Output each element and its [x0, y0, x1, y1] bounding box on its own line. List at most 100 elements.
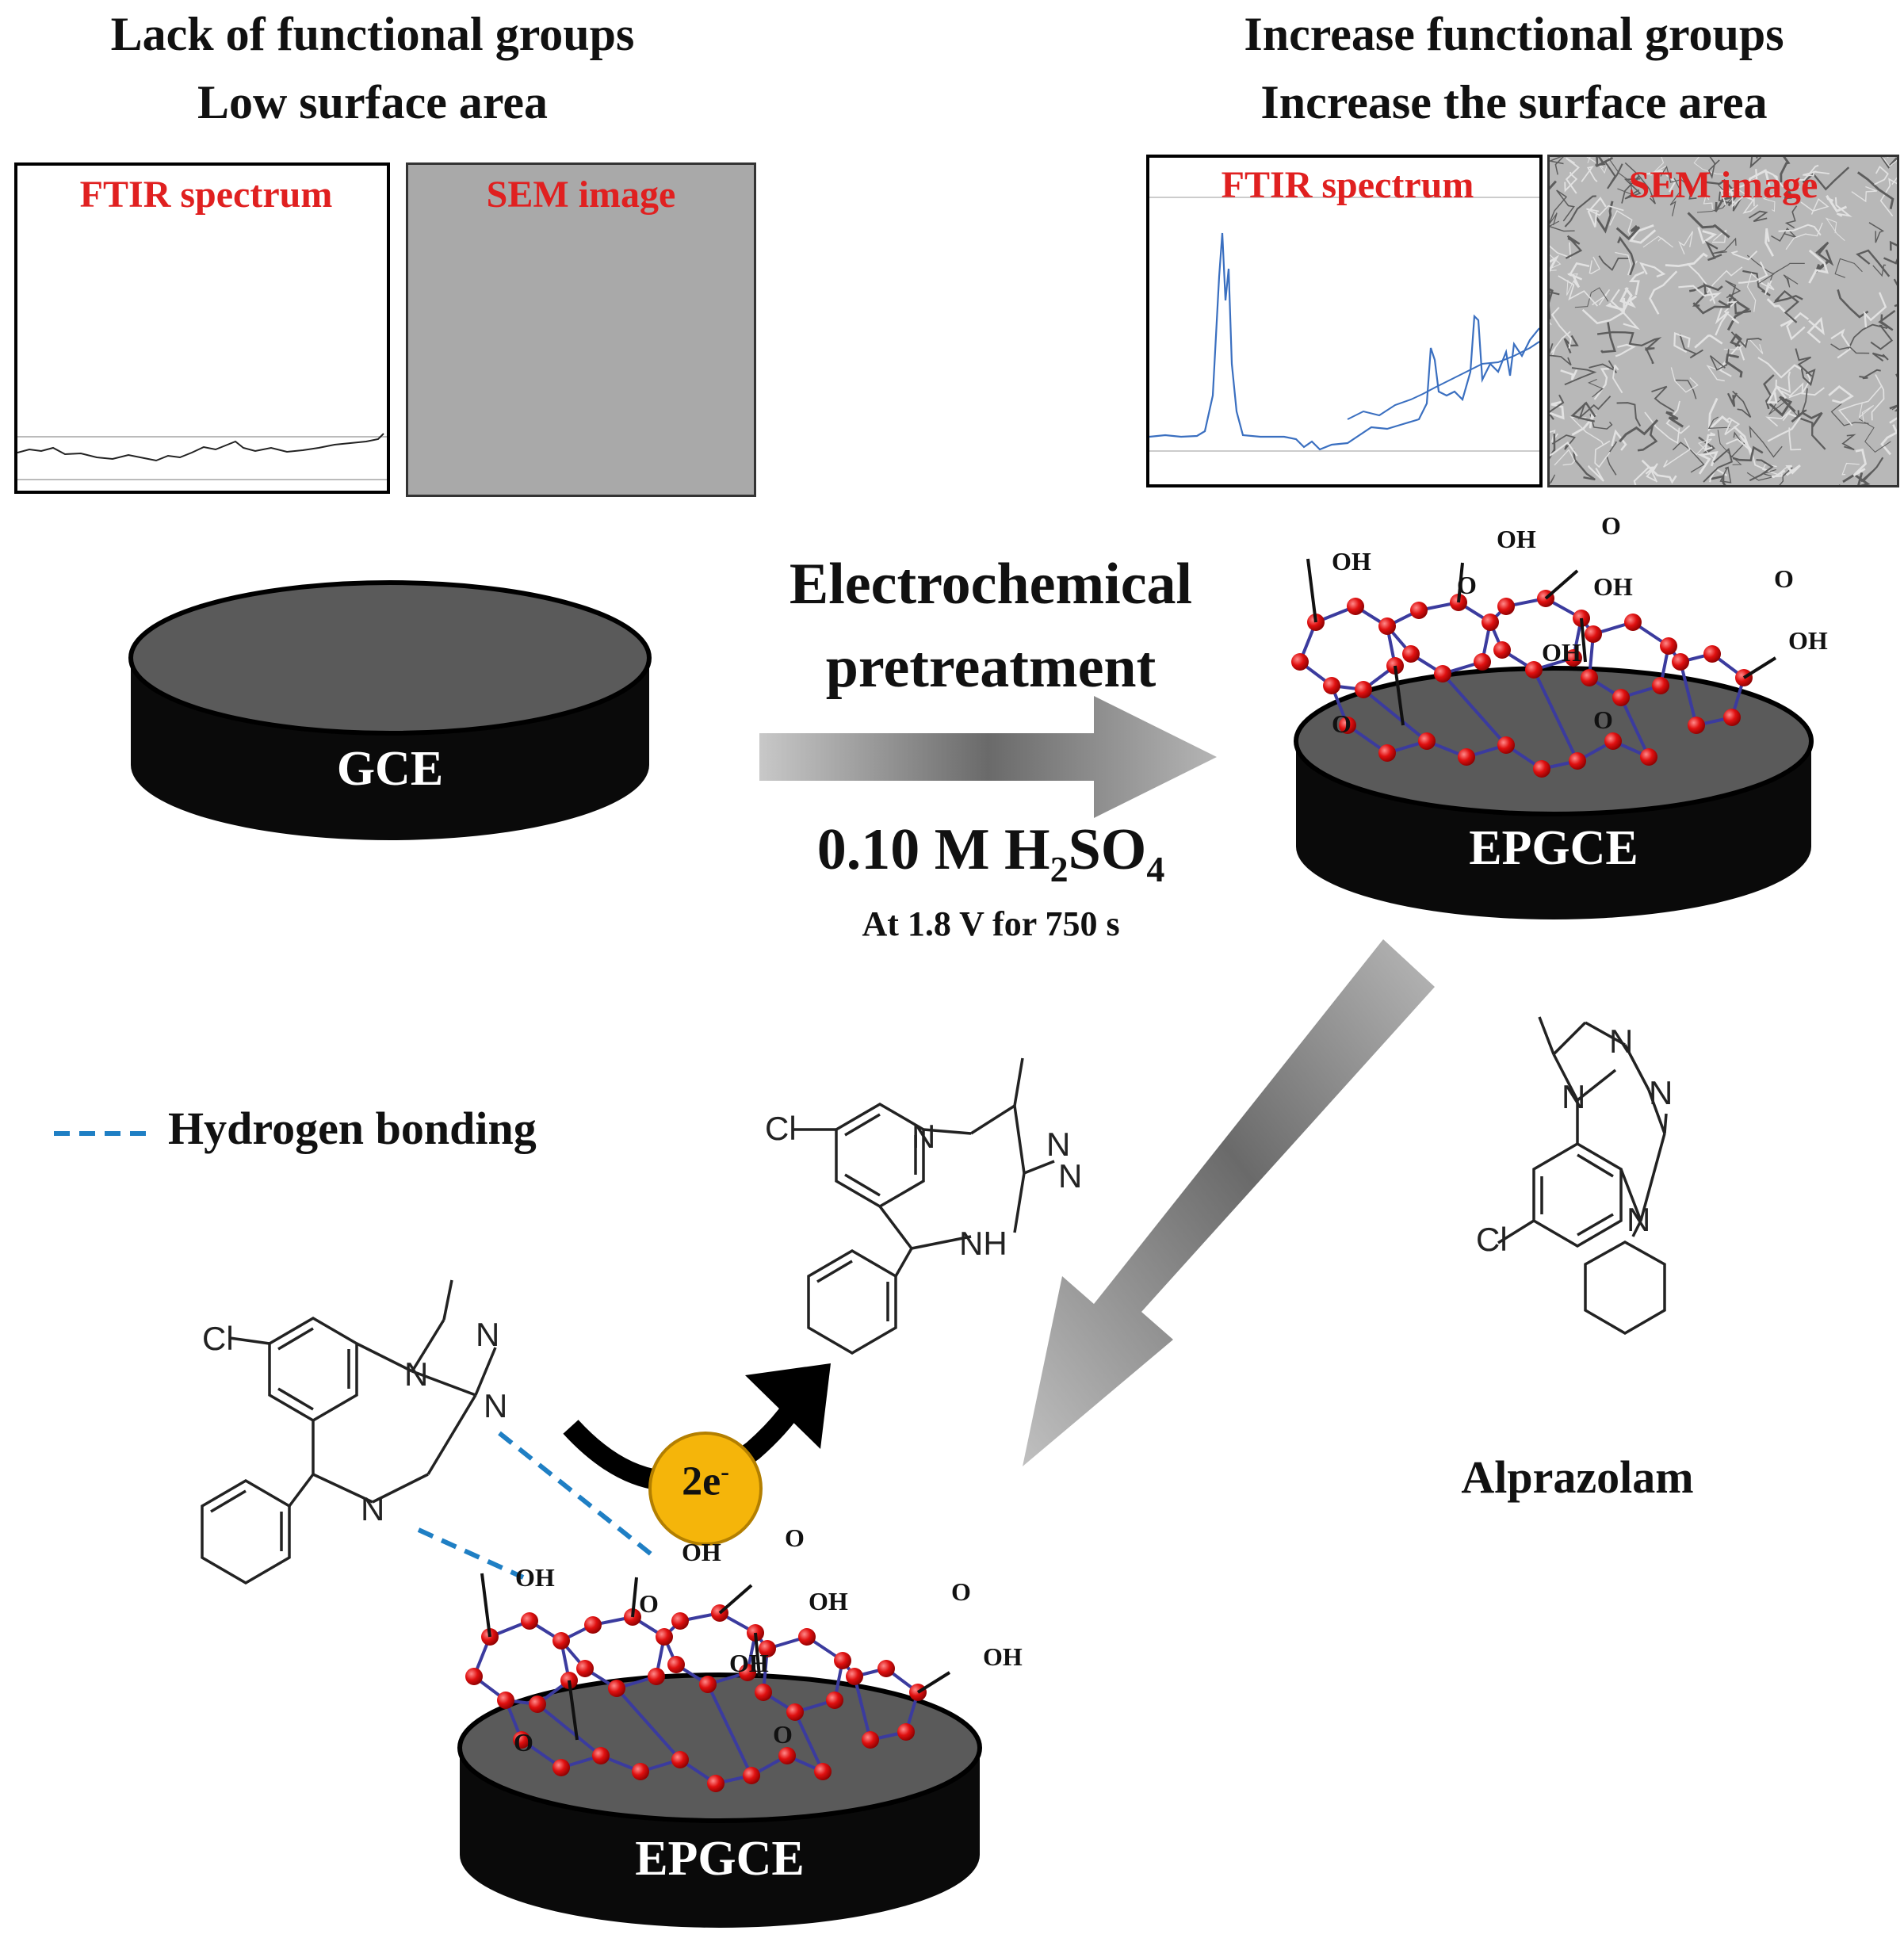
sem-crack: [1644, 411, 1680, 445]
carbon-atom: [778, 1747, 796, 1764]
functional-group-bond: [1544, 569, 1579, 600]
left-heading-line2: Low surface area: [197, 76, 549, 128]
sem-crack: [1778, 224, 1822, 236]
right-heading-line2: Increase the surface area: [1260, 76, 1768, 128]
sem-crack: [1834, 258, 1863, 278]
carbon-atom: [552, 1759, 570, 1776]
sem-crack: [1558, 275, 1598, 307]
left-sem-image: [406, 162, 756, 497]
sem-crack: [1859, 369, 1881, 380]
graphene-sheet-bottom: [465, 1573, 951, 1792]
top-o-4: O: [1593, 705, 1613, 734]
sem-crack: [1725, 353, 1743, 378]
sem-crack: [1800, 198, 1829, 215]
sem-crack: [1624, 162, 1656, 205]
sem-crack: [1780, 157, 1791, 183]
carbon-atom: [465, 1668, 483, 1685]
sem-crack: [1837, 289, 1869, 319]
sem-crack: [1586, 157, 1604, 169]
top-oh-4: OH: [1788, 626, 1828, 655]
adsorbed-alprazolam-structure: [201, 1279, 497, 1585]
sem-crack: [1770, 262, 1805, 281]
sem-crack: [1637, 424, 1658, 452]
process-line1: Electrochemical: [789, 552, 1193, 617]
sem-crack: [1871, 374, 1885, 421]
epgce-disk-bottom: [457, 1672, 982, 1928]
sem-crack: [1746, 254, 1775, 284]
sem-crack: [1587, 378, 1604, 398]
sem-crack: [1600, 322, 1616, 354]
sem-crack: [1587, 197, 1607, 227]
carbon-atom: [1723, 709, 1741, 726]
carbon-atom: [576, 1660, 594, 1677]
process-condition-conc: 0.10 M H2SO4: [713, 816, 1268, 890]
right-ftir-spectrum: [1149, 197, 1540, 452]
sem-crack: [1872, 264, 1887, 277]
sem-crack: [1724, 417, 1741, 436]
sem-crack: [1565, 157, 1580, 194]
sem-crack: [1707, 157, 1720, 179]
gce-disk: [128, 580, 652, 840]
sem-crack: [1732, 390, 1752, 419]
sem-crack: [1719, 189, 1744, 208]
sem-crack: [1565, 235, 1583, 259]
carbon-atom: [1378, 617, 1396, 635]
carbon-atom: [667, 1656, 685, 1673]
alprazolam-n2: N: [1609, 1023, 1634, 1060]
sem-crack: [1766, 384, 1787, 404]
carbon-atom: [1604, 732, 1622, 750]
sem-crack: [1616, 402, 1642, 427]
carbon-atom: [1378, 744, 1396, 762]
sem-crack: [1828, 384, 1854, 404]
carbon-atom: [755, 1684, 772, 1701]
carbon-atom: [897, 1723, 915, 1741]
carbon-atom: [1339, 717, 1356, 734]
graphene-bond: [706, 1684, 753, 1776]
sem-crack: [1758, 280, 1775, 295]
carbon-atom: [1703, 645, 1721, 663]
sem-crack: [1560, 369, 1577, 380]
sem-crack: [1570, 401, 1596, 422]
sem-crack: [1837, 384, 1883, 426]
sem-crack: [1589, 256, 1601, 274]
conc-sub2: 2: [1049, 848, 1069, 889]
bottom-oh-3: OH: [809, 1587, 848, 1615]
sem-crack: [1742, 197, 1759, 214]
top-oh-5: OH: [1542, 638, 1581, 667]
carbon-atom: [552, 1632, 570, 1650]
sem-crack: [1587, 464, 1604, 482]
carbon-atom: [1652, 677, 1669, 694]
sem-crack: [1644, 347, 1655, 365]
sem-crack: [1609, 209, 1633, 239]
conc-sub4: 4: [1146, 848, 1165, 889]
sem-crack: [1749, 157, 1762, 169]
sem-crack: [1763, 169, 1784, 188]
sem-crack: [1785, 222, 1823, 250]
sem-crack: [1604, 162, 1623, 189]
carbon-atom: [671, 1612, 689, 1630]
functional-group-bond: [916, 1671, 951, 1694]
electron-ball: [648, 1432, 763, 1546]
sem-crack: [1830, 328, 1852, 359]
alprazolam-n4: N: [1627, 1201, 1651, 1238]
sem-crack: [1785, 464, 1801, 476]
adsorbed-n2: N: [476, 1316, 500, 1353]
sem-crack: [1619, 287, 1638, 308]
sem-crack: [1749, 210, 1768, 223]
hydrogen-bond-1: [498, 1431, 658, 1561]
sem-crack: [1707, 397, 1730, 432]
sem-crack: [1768, 396, 1799, 418]
sem-crack: [1730, 331, 1762, 349]
right-sem-image: [1547, 155, 1899, 487]
sem-crack: [1764, 228, 1774, 257]
sem-crack: [1807, 316, 1825, 344]
sem-crack: [1771, 469, 1786, 479]
carbon-atom: [1418, 732, 1436, 750]
sem-crack-texture: [1550, 157, 1897, 485]
conc-so: SO: [1068, 817, 1147, 882]
sem-crack: [1830, 403, 1869, 426]
carbon-atom: [1291, 653, 1309, 671]
carbon-atom: [1458, 748, 1475, 766]
carbon-atom: [834, 1652, 851, 1669]
carbon-atom: [1585, 625, 1602, 643]
